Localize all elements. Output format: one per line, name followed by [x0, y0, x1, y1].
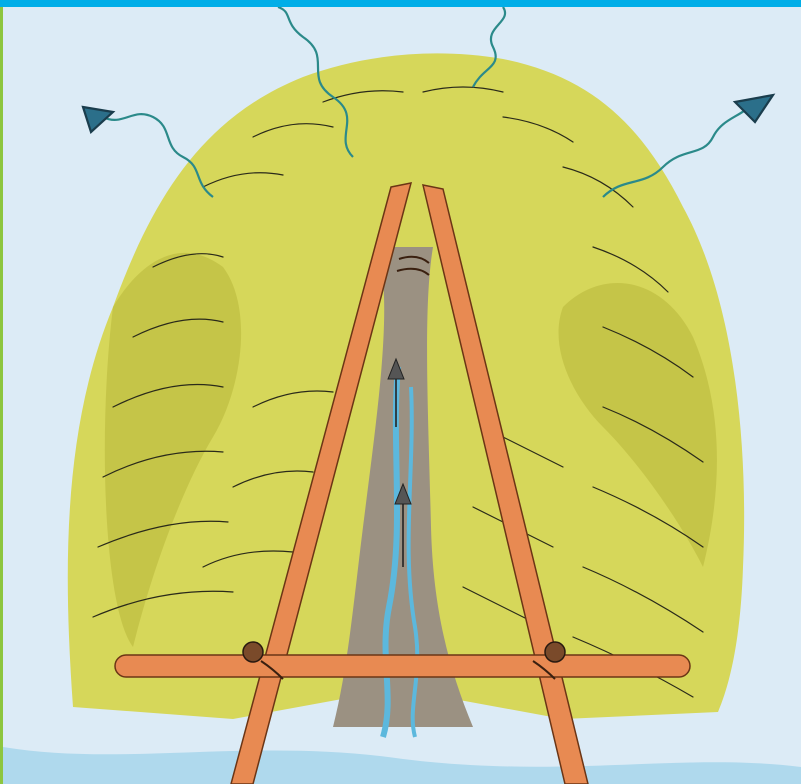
a-frame-crossbar — [115, 655, 690, 677]
top-accent-bar — [0, 0, 801, 7]
haystack-illustration — [3, 7, 801, 784]
